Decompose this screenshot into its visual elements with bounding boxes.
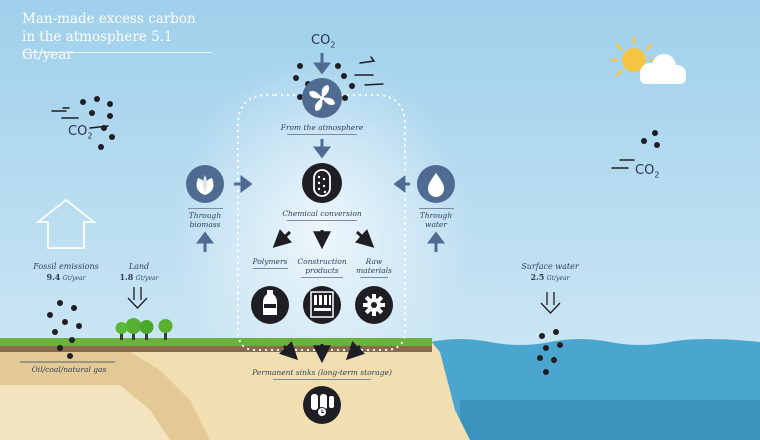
through-water-line-1: Through <box>419 211 453 220</box>
raw-materials-label: Raw materials <box>354 257 394 278</box>
through-biomass-line-1: Through <box>188 211 222 220</box>
fan-icon <box>302 78 342 118</box>
chemical-conversion-text: Chemical conversion <box>282 209 362 218</box>
permanent-sinks-text: Permanent sinks (long-term storage) <box>252 368 392 377</box>
co2-sub: 2 <box>330 40 336 50</box>
construction-line-1: Construction <box>297 257 347 266</box>
co2-base: CO <box>311 33 331 48</box>
cloud-icon <box>640 54 686 84</box>
co2-cluster-top <box>293 63 355 101</box>
from-atmosphere-label: From the atmosphere <box>272 123 372 135</box>
surface-water-label: Surface water 2.5 Gt/year <box>515 262 585 284</box>
grass-strip <box>0 338 432 346</box>
construction-line-2: products <box>305 266 339 275</box>
blue-arrows <box>196 53 445 252</box>
fossil-arrow-icon <box>35 198 97 249</box>
co2-sub: 2 <box>654 170 660 180</box>
title-line-1: Man-made excess carbon <box>22 11 196 27</box>
sea-deep <box>460 400 760 440</box>
land-name: Land <box>128 262 150 271</box>
chemical-conversion-label: Chemical conversion <box>272 209 372 221</box>
storage-silo-icon <box>303 386 341 424</box>
co2-base: CO <box>68 124 88 139</box>
leaf-icon <box>186 165 224 203</box>
page-title: Man-made excess carbon in the atmosphere… <box>22 10 222 64</box>
surface-water-unit: Gt/year <box>546 275 570 282</box>
land-arrow-icon <box>127 287 148 309</box>
surface-water-name: Surface water <box>521 262 579 271</box>
water-drop-icon <box>417 165 455 203</box>
co2-base: CO <box>635 163 655 178</box>
fossil-name: Fossil emissions <box>33 262 99 271</box>
building-icon <box>303 286 341 324</box>
soil-strip <box>0 346 432 352</box>
oil-coal-gas-text: Oil/coal/natural gas <box>31 365 107 374</box>
sun-icon <box>610 36 658 77</box>
from-atmosphere-text: From the atmosphere <box>280 123 364 132</box>
co2-label-top: CO2 <box>311 33 335 50</box>
land-label: Land 1.8 Gt/year <box>110 262 168 284</box>
through-water-label: Through water <box>411 208 461 229</box>
co2-sub: 2 <box>87 131 93 141</box>
raw-line-2: materials <box>356 266 392 275</box>
polymers-label: Polymers <box>245 257 295 269</box>
fossil-unit: Gt/year <box>62 275 86 282</box>
co2-label-left: CO2 <box>68 124 92 141</box>
bottle-icon <box>251 286 289 324</box>
title-line-2: in the atmosphere 5.1 Gt/year <box>22 29 173 63</box>
co2-cluster-left <box>80 96 115 150</box>
co2-cluster-water <box>537 329 563 375</box>
co2-label-right: CO2 <box>635 163 659 180</box>
through-biomass-label: Through biomass <box>180 208 230 229</box>
fossil-value: 9.4 <box>46 272 61 282</box>
co2-streaks <box>51 56 635 169</box>
through-biomass-line-2: biomass <box>189 220 221 229</box>
black-arrows <box>272 229 375 364</box>
through-water-line-2: water <box>425 220 447 229</box>
construction-products-label: Construction products <box>292 257 352 278</box>
tree-icon <box>115 318 173 340</box>
raw-line-1: Raw <box>365 257 383 266</box>
oil-coal-gas-label: Oil/coal/natural gas <box>14 365 124 374</box>
polymers-text: Polymers <box>252 257 288 266</box>
water-arrow-icon <box>540 292 561 314</box>
title-rule <box>22 52 212 53</box>
co2-cluster-right <box>641 130 660 148</box>
rock-layer-lower <box>0 385 170 440</box>
chemical-capsule-icon <box>302 163 342 203</box>
land-unit: Gt/year <box>135 275 159 282</box>
gear-icon <box>355 286 393 324</box>
surface-water-value: 2.5 <box>530 272 545 282</box>
land-value: 1.8 <box>119 272 134 282</box>
permanent-sinks-label: Permanent sinks (long-term storage) <box>252 368 392 380</box>
co2-cluster-fossil <box>47 300 82 359</box>
fossil-emissions-label: Fossil emissions 9.4 Gt/year <box>26 262 106 284</box>
